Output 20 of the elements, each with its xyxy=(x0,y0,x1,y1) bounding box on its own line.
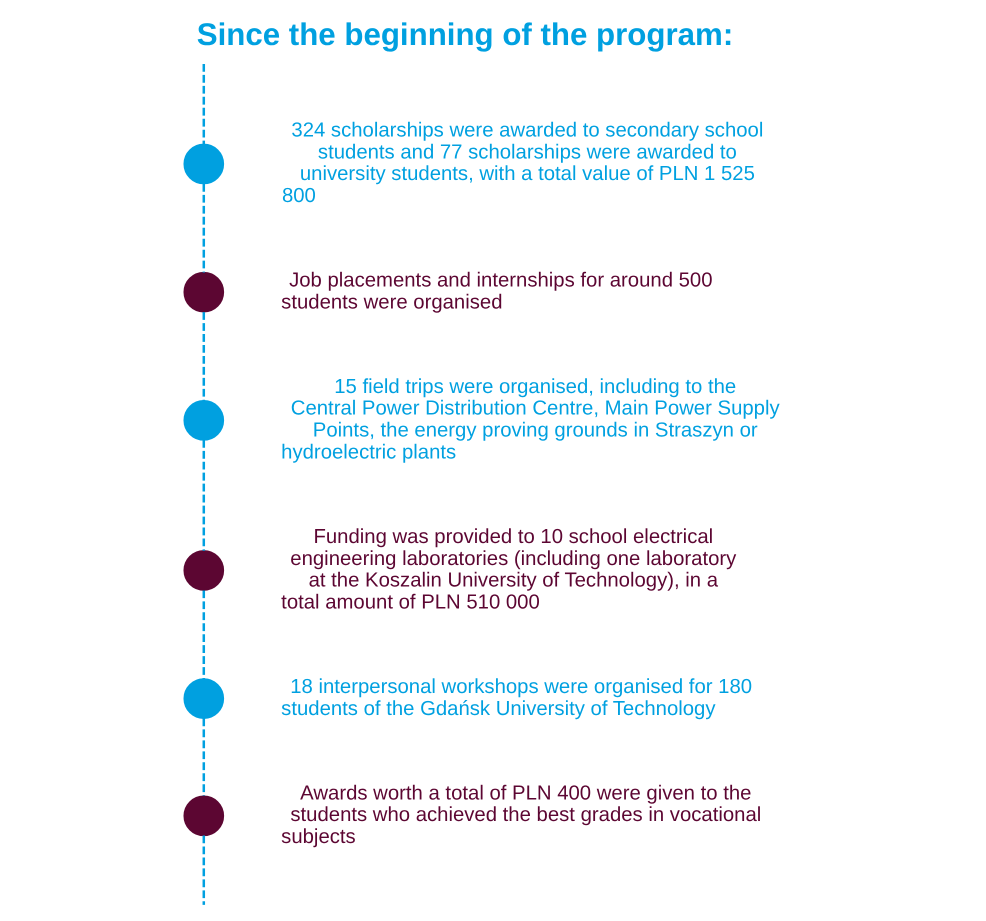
node-circle xyxy=(183,550,224,590)
node-label: 18 interpersonal workshops were organised for 180 students of the Gdańsk University of Technology xyxy=(281,675,752,720)
connector xyxy=(202,718,206,796)
connector xyxy=(202,312,206,400)
connector xyxy=(202,184,206,272)
node-circle xyxy=(183,678,224,718)
connector xyxy=(202,439,206,550)
connector xyxy=(202,835,206,904)
node-label: Job placements and internships for around 500 students were organised xyxy=(281,269,713,313)
connector xyxy=(202,64,206,144)
node-label: 15 field trips were organised, including to the Central Power Distribution Centre, Main Power Supply Points, the energy proving grounds in Straszyn or hydroelectric plants xyxy=(281,375,780,463)
diagram-title: Since the beginning of the program: xyxy=(196,16,734,52)
node-circle xyxy=(183,143,224,184)
node-label: Funding was provided to 10 school electrical engineering laboratories (including one laboratory at the Koszalin University of Technology), in a total amount of PLN 510 000 xyxy=(281,525,736,614)
node-circle xyxy=(183,400,224,440)
node-label: 324 scholarships were awarded to secondary school students and 77 scholarships were awarded to university students, with a total value of PLN 1 525 800 xyxy=(282,118,764,207)
connector xyxy=(202,590,206,678)
node-circle xyxy=(183,795,224,836)
node-circle xyxy=(183,271,224,312)
node-label: Awards worth a total of PLN 400 were given to the students who achieved the best grades in vocational subjects xyxy=(281,782,762,848)
